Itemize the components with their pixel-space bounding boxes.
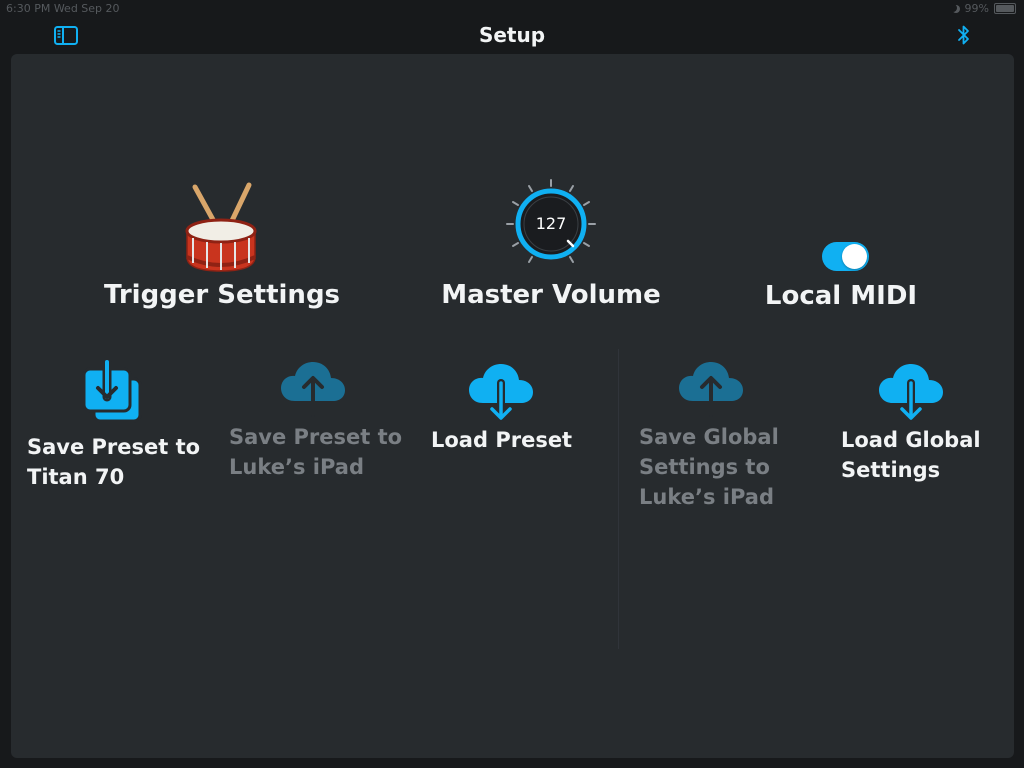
action-label: Load Preset <box>431 425 572 455</box>
status-time-date: 6:30 PM Wed Sep 20 <box>6 2 120 15</box>
local-midi-label: Local MIDI <box>764 281 918 311</box>
battery-percent: 99% <box>964 2 989 15</box>
section-divider <box>618 349 619 649</box>
action-label-line: Luke’s iPad <box>229 455 364 479</box>
cloud-upload-icon <box>281 362 345 417</box>
save-to-device-icon <box>82 359 142 423</box>
save-preset-to-ipad-button[interactable]: Save Preset to Luke’s iPad <box>227 359 407 494</box>
cloud-download-icon <box>469 364 533 421</box>
sidebar-toggle-button[interactable] <box>54 26 78 45</box>
toggle-knob <box>842 244 867 269</box>
action-label-line: Titan 70 <box>27 465 125 489</box>
nav-bar: Setup <box>0 18 1024 54</box>
action-label-line: Load Global <box>841 428 981 452</box>
setup-panel: Trigger Settings 127 Master Volume <box>11 54 1014 758</box>
local-midi-toggle[interactable] <box>822 242 869 271</box>
action-label: Save Preset to Titan 70 <box>27 432 200 492</box>
action-label-line: Save Preset to <box>27 435 201 459</box>
page-title: Setup <box>478 23 546 47</box>
save-preset-to-device-button[interactable]: Save Preset to Titan 70 <box>25 359 205 494</box>
trigger-settings-label: Trigger Settings <box>103 280 341 310</box>
bluetooth-button[interactable] <box>955 24 973 46</box>
status-bar: 6:30 PM Wed Sep 20 99% <box>0 0 1024 18</box>
status-right: 99% <box>952 2 1016 15</box>
battery-icon <box>994 3 1016 14</box>
bluetooth-icon <box>958 25 969 45</box>
action-label-line: Settings <box>841 458 941 482</box>
volume-value: 127 <box>535 214 567 233</box>
action-label: Save Preset to Luke’s iPad <box>229 422 402 482</box>
cloud-upload-icon <box>679 362 743 417</box>
action-label: Save Global Settings to Luke’s iPad <box>639 422 779 512</box>
action-label-line: Save Global <box>639 425 779 449</box>
load-global-settings-button[interactable]: Load Global Settings <box>839 359 999 494</box>
drum-icon <box>185 182 257 272</box>
sidebar-toggle-icon <box>54 26 78 45</box>
action-label-line: Load Preset <box>431 428 573 452</box>
load-preset-button[interactable]: Load Preset <box>429 359 589 469</box>
moon-icon <box>952 5 960 13</box>
action-label-line: Settings to <box>639 455 770 479</box>
cloud-download-icon <box>879 364 943 421</box>
action-label: Load Global Settings <box>841 425 981 485</box>
volume-knob-icon <box>506 179 596 263</box>
master-volume-label: Master Volume <box>441 280 661 310</box>
action-label-line: Luke’s iPad <box>639 485 774 509</box>
trigger-settings-button[interactable]: Trigger Settings <box>104 179 340 319</box>
action-label-line: Save Preset to <box>229 425 403 449</box>
master-volume-control[interactable]: 127 Master Volume <box>441 174 661 319</box>
save-global-settings-to-ipad-button[interactable]: Save Global Settings to Luke’s iPad <box>637 359 817 519</box>
